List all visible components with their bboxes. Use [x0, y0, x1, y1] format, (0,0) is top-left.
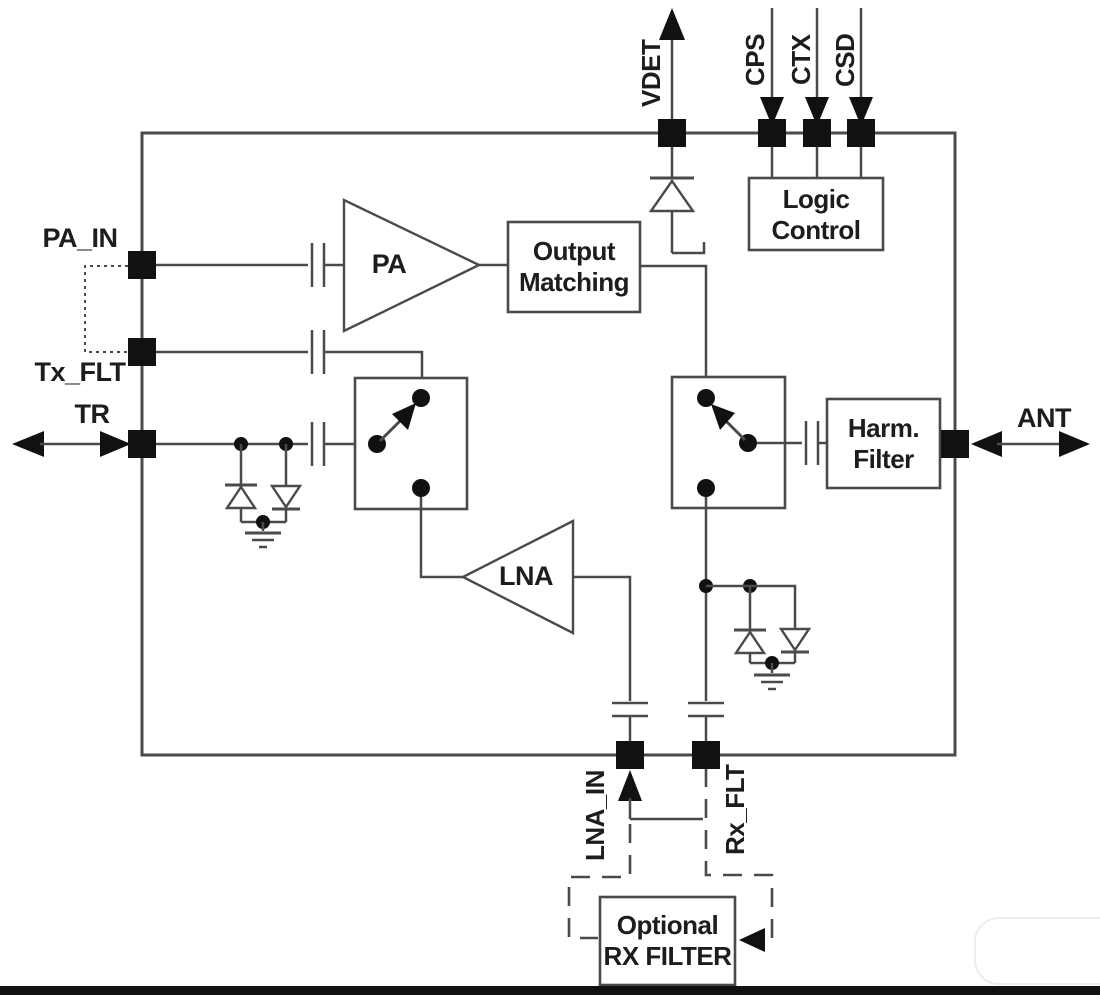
lna-label: LNA	[499, 561, 554, 591]
lna-input-wire	[573, 575, 632, 701]
csd-down-arrow-icon	[849, 97, 873, 126]
cps-port-stub	[760, 8, 784, 126]
chip-pads	[128, 119, 969, 769]
lna-in-capacitor	[612, 701, 648, 742]
tr-pad	[128, 430, 156, 458]
ctx-port-stub	[805, 8, 829, 126]
direct-rx-jumper	[618, 770, 703, 821]
ctx-down-arrow-icon	[805, 97, 829, 126]
csd-port-stub	[849, 8, 873, 126]
scan-artifact-shape	[974, 917, 1100, 985]
cps-pad	[758, 119, 786, 147]
vdet-label: VDET	[636, 39, 666, 107]
vdet-up-arrow-icon	[659, 8, 685, 40]
switch-arm-arrow-icon	[711, 404, 735, 430]
lna-in-label: LNA_IN	[580, 770, 610, 862]
ant-left-arrow-icon	[971, 431, 1002, 457]
rx-flt-pad	[692, 741, 720, 769]
rx-flt-capacitor	[688, 701, 724, 742]
tx-flt-pad	[128, 338, 156, 366]
tr-wire	[156, 422, 372, 466]
csd-pad	[847, 119, 875, 147]
csd-label: CSD	[830, 33, 860, 87]
rx-wire	[699, 497, 797, 701]
matching-to-switch-wire	[640, 264, 708, 392]
logic-control-wires	[770, 147, 863, 178]
switch-arm-arrow-icon	[392, 403, 416, 430]
lna-in-pad	[616, 741, 644, 769]
pa-input-wire	[156, 243, 344, 287]
tr-right-arrow-icon	[100, 431, 131, 457]
diode-icon	[733, 629, 767, 655]
ground-icon	[754, 673, 790, 691]
output-matching-line1: Output	[532, 236, 616, 266]
optional-rx-filter-label: Optional RX FILTER	[600, 910, 735, 971]
trx-switch-left	[353, 376, 469, 511]
output-matching-label: Output Matching	[508, 236, 640, 297]
rx-clamp-diodes	[733, 586, 812, 691]
diode-icon	[269, 484, 303, 510]
pa-amplifier-symbol	[342, 198, 482, 333]
vdet-port-stub	[659, 8, 685, 122]
pa-in-pad	[128, 251, 156, 279]
rx-flt-label: Rx_FLT	[720, 764, 750, 856]
tr-left-arrow-icon	[12, 431, 44, 457]
tx-flt-label: Tx_FLT	[34, 357, 127, 387]
harm-filter-wire	[757, 421, 827, 465]
ctx-pad	[803, 119, 831, 147]
pa-label: PA	[371, 249, 407, 279]
optional-filter-dashed-route	[567, 768, 774, 952]
diode-icon	[778, 627, 812, 653]
optional-rx-filter-line1: Optional	[616, 910, 719, 940]
tr-clamp-diodes	[224, 444, 303, 549]
harmonic-filter-line2: Filter	[853, 443, 914, 474]
optional-rx-filter-line2: RX FILTER	[603, 940, 732, 971]
logic-control-line2: Control	[771, 214, 861, 245]
output-matching-line2: Matching	[518, 266, 630, 297]
vdet-pad	[658, 119, 686, 147]
cps-down-arrow-icon	[760, 97, 784, 126]
ant-pad	[941, 430, 969, 458]
ground-icon	[245, 531, 281, 549]
filter-in-arrow-icon	[739, 928, 765, 952]
tr-port-arrows	[12, 431, 131, 457]
harmonic-filter-line1: Harm.	[847, 413, 920, 443]
tr-label: TR	[74, 399, 111, 429]
logic-control-label: Logic Control	[749, 184, 883, 245]
ant-port-arrows	[971, 431, 1090, 457]
logic-control-line1: Logic	[782, 184, 850, 214]
ant-right-arrow-icon	[1059, 431, 1090, 457]
diode-icon	[224, 484, 258, 510]
ant-label: ANT	[1017, 403, 1072, 433]
vdet-detector-diode	[648, 147, 706, 255]
pa-in-label: PA_IN	[42, 223, 118, 253]
pa-in-external-link	[84, 265, 128, 353]
harmonic-filter-box	[825, 397, 942, 490]
optional-rx-filter-box	[598, 895, 737, 987]
cps-label: CPS	[740, 34, 770, 86]
lna-feed-wire	[419, 497, 463, 579]
logic-control-box	[747, 176, 885, 252]
harmonic-filter-label: Harm. Filter	[827, 413, 940, 474]
ctx-label: CTX	[786, 34, 816, 86]
page-bottom-rule	[0, 986, 1100, 995]
lna-in-up-arrow-icon	[618, 770, 642, 801]
diode-icon	[648, 178, 696, 213]
